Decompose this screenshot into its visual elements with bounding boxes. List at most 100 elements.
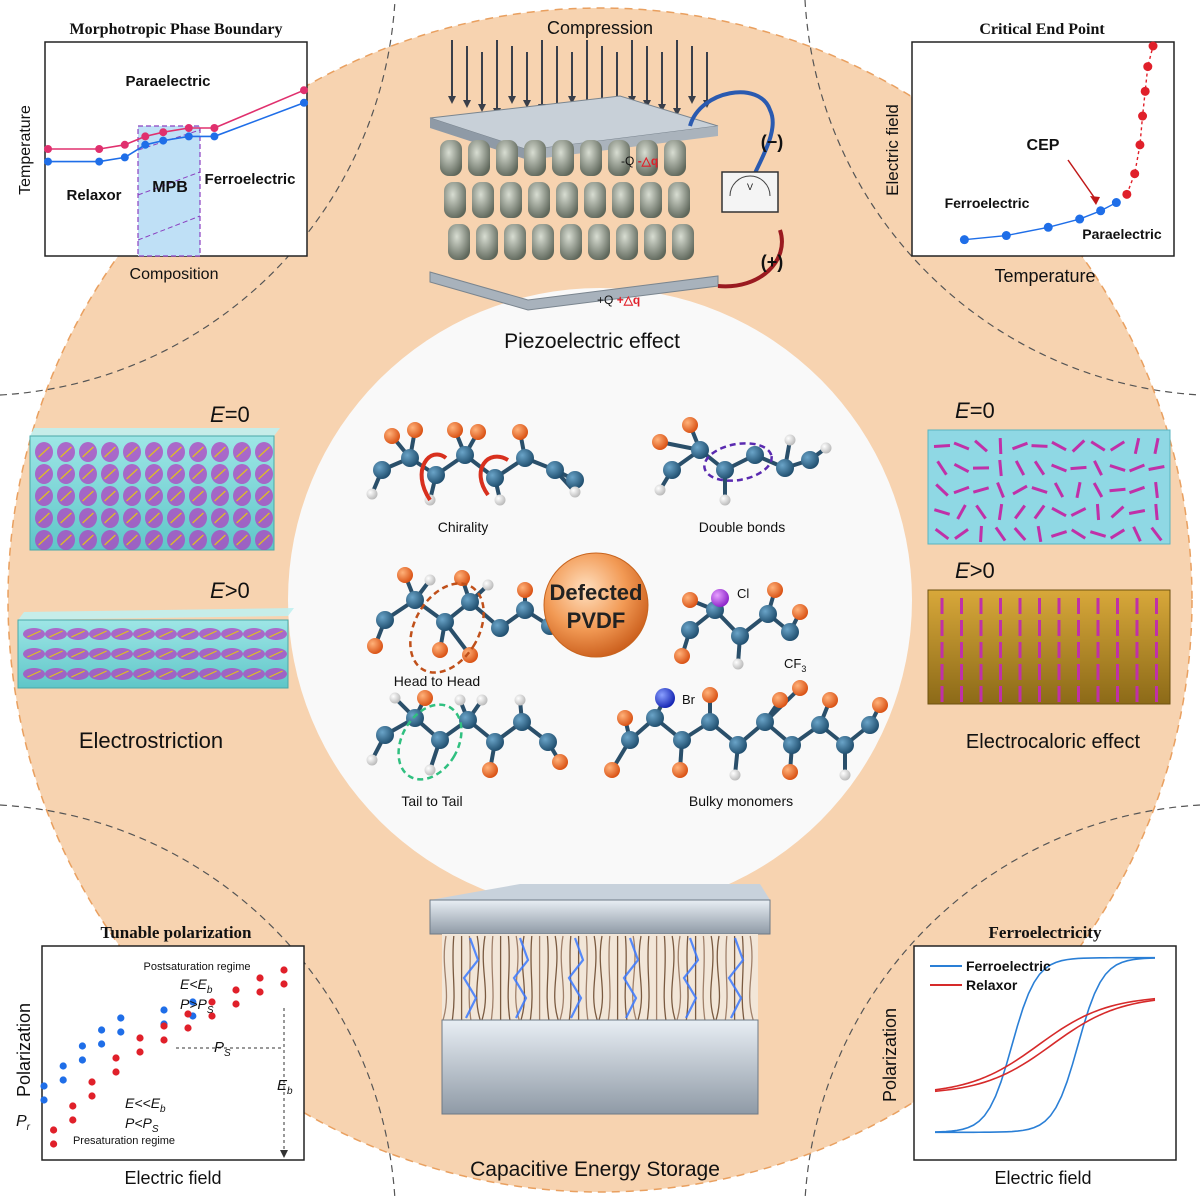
piezo-q-bottom: +Q +△q <box>597 293 640 307</box>
cep-point-1-4 <box>1140 86 1150 96</box>
tunable-pre-label: Presaturation regime <box>73 1135 175 1147</box>
ecGrid0-dipole-0-1 <box>953 441 970 451</box>
tunable-point-1-1-6 <box>184 1024 192 1032</box>
hth-mol-sub-7 <box>517 582 533 598</box>
esGrid0-dipole-3-8 <box>214 512 226 524</box>
compression-arrowhead-0 <box>448 96 456 104</box>
mpb-xlabel: Composition <box>130 266 219 283</box>
ecGrid0-dipole-3-0 <box>933 508 951 516</box>
ecGrid0-dipole-3-11 <box>1154 503 1159 521</box>
label-bulky-monomers: Bulky monomers <box>689 793 793 809</box>
storage-title: Capacitive Energy Storage <box>470 1158 720 1181</box>
ferro-legend-relaxor: Relaxor <box>966 977 1018 993</box>
cep-chart-frame <box>911 41 1175 257</box>
ecGrid0-dipole-0-8 <box>1090 440 1106 452</box>
esGrid0-dipole-2-10 <box>258 490 270 502</box>
bulky-mol-carbon-7 <box>811 716 829 734</box>
esGrid1-dipole-1-11 <box>269 650 283 658</box>
fiber-5 <box>481 935 487 1021</box>
data-point-1-2 <box>120 153 129 162</box>
dipole-2-1 <box>476 224 498 260</box>
chirality-mol-sub-0 <box>384 428 400 444</box>
ecGrid0-dipole-1-4 <box>1014 460 1026 476</box>
ecGrid0-dipole-1-6 <box>1051 463 1067 473</box>
esGrid0-dipole-0-9 <box>236 446 248 458</box>
ecGrid0-dipole-3-7 <box>1070 507 1087 517</box>
esGrid0-dipole-3-4 <box>126 512 138 524</box>
dipole-2-0 <box>448 224 470 260</box>
esGrid1-dipole-0-8 <box>203 630 217 638</box>
double-bond-highlight <box>703 442 773 482</box>
label-cf3: CF3 <box>784 656 806 674</box>
electrocaloric-box-ep <box>927 589 1171 705</box>
series-line-0 <box>48 89 305 150</box>
ecGrid0-dipole-3-4 <box>1014 504 1026 520</box>
cep-point-0-0 <box>959 235 969 245</box>
ecGrid0-dipole-3-10 <box>1128 509 1146 515</box>
tunable-xlabel: Electric field <box>124 1168 221 1188</box>
esGrid1-dipole-0-1 <box>49 630 63 638</box>
bulky-mol-sub-4 <box>702 687 718 703</box>
bulky-mol-carbon-8 <box>836 736 854 754</box>
ecGrid0-dipole-2-11 <box>1154 481 1159 499</box>
esGrid1-dipole-1-0 <box>27 650 41 658</box>
hth-mol-carbon-3 <box>461 593 479 611</box>
ttt-mol-sub-1 <box>417 690 433 706</box>
data-point-1-6 <box>210 132 219 141</box>
fiber-24 <box>632 935 637 1021</box>
ecGrid0-dipole-2-3 <box>996 482 1005 498</box>
fiber-8 <box>507 935 511 1021</box>
dipole-2-5 <box>588 224 610 260</box>
dipole-0-5 <box>580 140 602 176</box>
esGrid1-dipole-2-5 <box>137 670 151 678</box>
esGrid0-dipole-3-3 <box>104 512 116 524</box>
esGrid0-dipole-0-4 <box>126 446 138 458</box>
tunable-chart: Tunable polarization Postsaturation regi… <box>14 923 305 1188</box>
ecGrid0-dipole-0-11 <box>1153 437 1160 455</box>
piezo-wire-top <box>688 90 775 181</box>
data-point-0-5 <box>184 124 193 132</box>
esGrid1-dipole-2-3 <box>93 670 107 678</box>
esGrid0-dipole-4-10 <box>258 534 270 546</box>
dipole-1-5 <box>584 182 606 218</box>
cl-mol-carbon-0 <box>681 621 699 639</box>
cl-mol-carbon-2 <box>731 627 749 645</box>
cl-mol-sub-4 <box>767 582 783 598</box>
bulky-mol-carbon-6 <box>783 736 801 754</box>
compression-arrowhead-2 <box>478 104 486 112</box>
fiber-39 <box>749 935 754 1021</box>
ecGrid0-dipole-0-4 <box>1011 441 1029 451</box>
ecGrid0-dipole-4-8 <box>1089 530 1107 538</box>
cl-mol-carbon-4 <box>781 623 799 641</box>
ecGrid0-dipole-4-0 <box>934 527 950 541</box>
esGrid0-dipole-0-1 <box>60 446 72 458</box>
chirality-arrow-2 <box>478 454 510 497</box>
esGrid1-dipole-2-6 <box>159 670 173 678</box>
cep-point-0-2 <box>1043 222 1053 232</box>
double-bond-mol-carbon-1 <box>691 441 709 459</box>
cep-point-0-1 <box>1001 231 1011 241</box>
ferro-ylabel: Polarization <box>880 1008 900 1102</box>
defected-pvdf-line2: PVDF <box>567 608 626 633</box>
cep-chart-title: Critical End Point <box>979 21 1105 38</box>
piezo-dipole-array <box>440 140 694 260</box>
defected-pvdf-sphere <box>543 552 649 658</box>
piezo-compression-label: Compression <box>547 18 653 38</box>
cep-point-1-2 <box>1135 140 1145 150</box>
tunable-point-1-1-0 <box>50 1140 58 1148</box>
dipole-2-7 <box>644 224 666 260</box>
esGrid0-dipole-2-6 <box>170 490 182 502</box>
fiber-4 <box>476 935 481 1021</box>
bulky-mol-carbon-4 <box>729 736 747 754</box>
hth-mol-sub-2 <box>432 642 448 658</box>
ttt-mol-sub-6 <box>514 694 526 706</box>
dipole-0-1 <box>468 140 490 176</box>
tunable-point-1-1-3 <box>112 1068 120 1076</box>
ecGrid0-dipole-0-10 <box>1133 437 1141 455</box>
fiber-11 <box>529 935 533 1021</box>
ecGrid0-dipole-1-7 <box>1070 465 1087 471</box>
dipole-2-4 <box>560 224 582 260</box>
tunable-point-0-0-0 <box>40 1082 48 1090</box>
esGrid0-dipole-4-4 <box>126 534 138 546</box>
cep-label: CEP <box>1027 137 1060 154</box>
